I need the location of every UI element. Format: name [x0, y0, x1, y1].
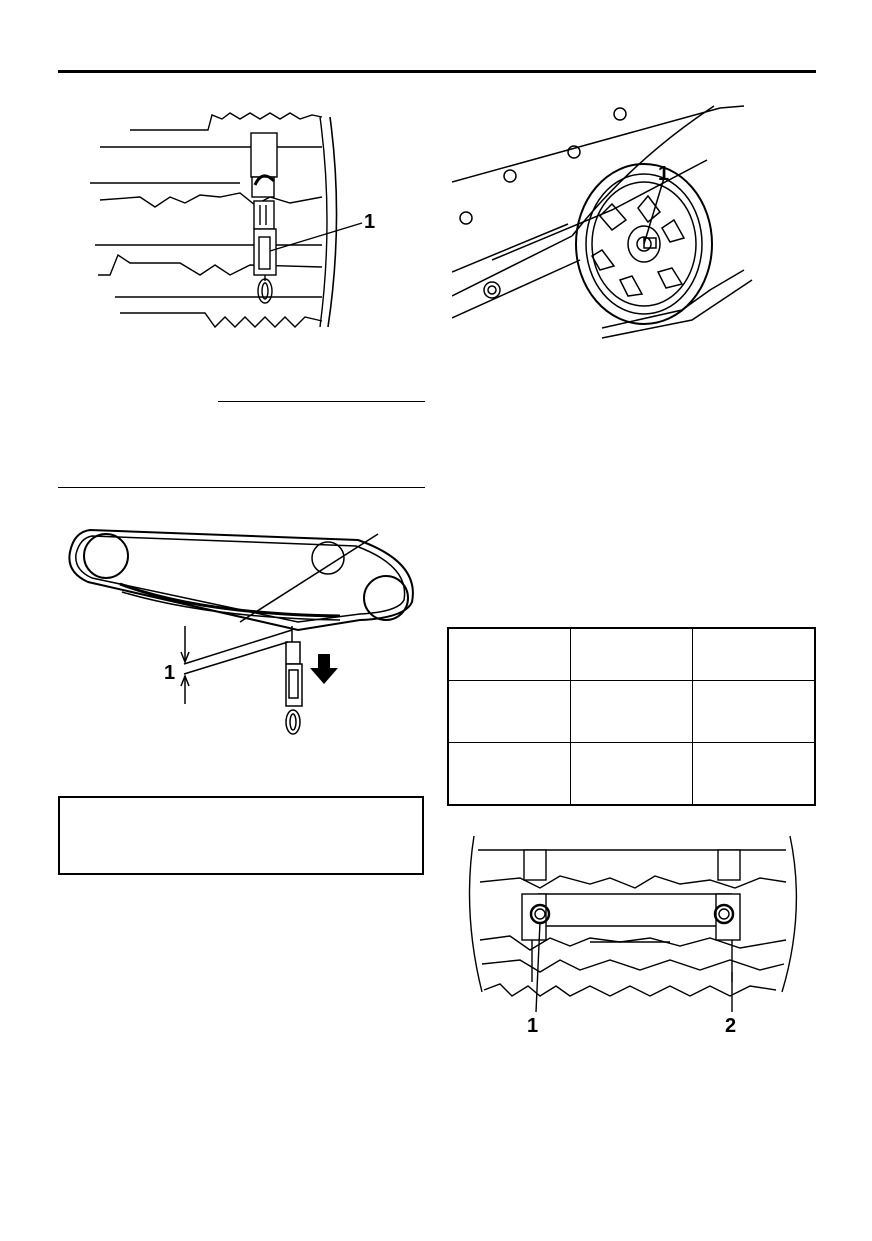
- table-cell: [692, 741, 816, 806]
- table-cell: [569, 741, 694, 806]
- callout-wheel-1: 1: [658, 163, 670, 185]
- spec-table: [447, 627, 816, 806]
- table-row: [447, 627, 816, 681]
- note-box: [58, 796, 424, 875]
- callout-bolt-2: 2: [725, 1015, 737, 1037]
- figure-scale-on-track-drawing: [90, 112, 363, 329]
- table-cell: [569, 627, 694, 681]
- callout-deflection-1: 1: [164, 662, 176, 684]
- table-cell: [569, 679, 694, 743]
- figure-slide-rail-wheel-drawing: [452, 105, 753, 339]
- table-row: [447, 679, 816, 743]
- section-rule-long: [58, 487, 425, 488]
- table-cell: [447, 679, 571, 743]
- figure-scale-on-track: [90, 105, 420, 335]
- table-cell: [692, 679, 816, 743]
- figure-adjusting-bolts: [460, 832, 800, 1017]
- header-rule: [58, 70, 816, 73]
- table-cell: [692, 627, 816, 681]
- figure-slide-rail-wheel: [452, 100, 820, 345]
- table-cell: [447, 741, 571, 806]
- figure-adjusting-bolts-drawing: [468, 835, 798, 1013]
- callout-bolt-1: 1: [527, 1015, 539, 1037]
- callout-1: 1: [364, 211, 376, 233]
- figure-track-deflection-drawing: [68, 528, 414, 735]
- figure-track-deflection: [60, 522, 420, 742]
- table-cell: [447, 627, 571, 681]
- table-row: [447, 741, 816, 806]
- section-rule-short: [218, 401, 425, 402]
